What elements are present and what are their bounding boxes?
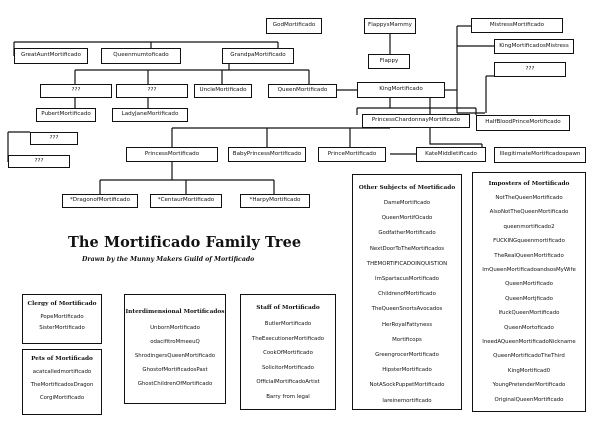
list-item: TheExecutionerMortificado <box>251 335 325 342</box>
node-god: GodMortificado <box>266 18 322 34</box>
node-dragon: *DragonofMortificado <box>62 194 138 208</box>
list-item: IneedAQueenMortificadoNickname <box>482 339 576 346</box>
node-grandpa: GrandpaMortificado <box>222 48 294 64</box>
node-illegitimate: IllegitimateMortificadospawn <box>494 147 586 163</box>
list-item: CookOfMortificado <box>263 350 313 356</box>
panel-pets: Pets of Mortificado acatcalledmortificad… <box>22 349 102 415</box>
list-item: Barry from legal <box>266 393 310 400</box>
node-halfblood: HalfBloodPrinceMortificado <box>476 115 570 131</box>
list-item: NotASockPuppetMortificado <box>369 382 445 389</box>
panel-imposters: Imposters of Mortificado NotTheQueenMort… <box>472 172 586 412</box>
node-baby-princess: BabyPrincessMortificado <box>228 147 306 162</box>
list-item: PopeMortificado <box>40 314 84 320</box>
list-item: IfuckQueenMortificado <box>498 310 560 317</box>
list-item: GodfatherMortificado <box>378 230 436 237</box>
panel-clergy-title: Clergy of Mortificado <box>27 301 97 307</box>
list-item: QueenMortifOcado <box>381 215 433 222</box>
node-centaur: *CentaurMortificado <box>150 194 222 208</box>
node-pubert: PubertMortificado <box>36 108 96 122</box>
list-item: acatcalledmortificado <box>32 369 92 375</box>
list-item: GhostChildrenOfMortificado <box>137 381 213 387</box>
panel-pets-title: Pets of Mortificado <box>31 356 93 362</box>
list-item: AlsoNotTheQueenMortificado <box>489 209 569 216</box>
node-great-aunt: GreatAuntMortificado <box>14 48 88 64</box>
list-item: TheRealQueenMortificado <box>494 252 564 259</box>
panel-imposters-title: Imposters of Mortificado <box>488 181 570 187</box>
list-item: TheMortificadosDragon <box>30 382 94 388</box>
list-item: GreengrocerMortificado <box>375 352 439 359</box>
list-item: KingMortificad0 <box>507 367 551 374</box>
diagram-subtitle: Drawn by the Munny Makers Guild of Morti… <box>82 256 255 263</box>
list-item: ShrodingersQueenMortificado <box>134 353 216 359</box>
list-item: UnbornMortificado <box>150 325 200 331</box>
list-item: NextDoorToTheMortificados <box>369 245 445 252</box>
node-unknown-b: ??? <box>116 84 188 98</box>
list-item: ImQueenMortificadoandsosMyWife <box>482 267 576 274</box>
node-unknown-right: ??? <box>494 62 566 77</box>
panel-interdimensional: Interdimensional Mortificados UnbornMort… <box>124 294 226 404</box>
list-item: ImSpartacusMortificado <box>375 276 439 283</box>
list-item: QueenMortoficado <box>504 324 554 331</box>
list-item: Mortificops <box>392 336 422 343</box>
list-item: HerRoyalFattyness <box>381 321 433 328</box>
list-item: lareinemortificado <box>382 397 432 404</box>
list-item: NotTheQueenMortificado <box>495 195 563 201</box>
node-ladyjane: LadyJaneMortificado <box>112 108 188 122</box>
panel-staff: Staff of Mortificado ButlerMortificado T… <box>240 294 336 410</box>
node-prince: PrinceMortificado <box>318 147 386 162</box>
node-unknown-d: ??? <box>8 155 70 168</box>
list-item: FUCKINGqueenmortificado <box>493 238 565 245</box>
diagram-title: The Mortificado Family Tree <box>68 234 302 251</box>
node-queenmum: Queenmumtoficado <box>101 48 181 64</box>
panel-staff-title: Staff of Mortificado <box>256 305 320 311</box>
list-item: queenmortificado2 <box>503 223 555 230</box>
panel-other-subjects-title: Other Subjects of Mortificado <box>358 185 456 191</box>
node-king-mistress: KingMortificadosMistress <box>494 39 574 54</box>
node-uncle: UncleMortificado <box>194 84 252 98</box>
node-kate: KateMiddletificado <box>416 147 486 162</box>
panel-interdimensional-title: Interdimensional Mortificados <box>125 309 225 315</box>
list-item: GhostofMortificadosPast <box>142 367 208 373</box>
node-king: KingMortificado <box>357 82 445 98</box>
list-item: OriginalQueenMortificado <box>494 396 564 403</box>
list-item: SolicitorMortificado <box>262 364 314 371</box>
list-item: CorgiMortificado <box>39 395 85 401</box>
panel-clergy: Clergy of Mortificado PopeMortificado Si… <box>22 294 102 344</box>
list-item: TheQueenSnortsAvocados <box>371 306 443 313</box>
node-princess: PrincessMortificado <box>126 147 218 162</box>
list-item: HipsterMortificado <box>382 367 432 374</box>
list-item: QueenMortificadoTheThird <box>493 353 565 360</box>
list-item: QueenMortificado <box>505 281 553 288</box>
node-mistress: MistressMortificado <box>471 18 563 33</box>
list-item: DameMortificado <box>383 200 431 206</box>
panel-other-subjects: Other Subjects of Mortificado DameMortif… <box>352 174 462 410</box>
node-harpy: *HarpyMortificado <box>240 194 310 208</box>
node-unknown-a: ??? <box>40 84 112 98</box>
list-item: SisterMortificado <box>39 325 85 331</box>
list-item: OfficialMortificadoArtist <box>256 379 320 385</box>
list-item: ButlerMortificado <box>264 321 312 327</box>
node-unknown-c: ??? <box>30 132 78 145</box>
list-item: odacifitroMmeeuQ <box>150 339 200 345</box>
node-flappys-mammy: FlappysMammy <box>364 18 416 34</box>
list-item: QueenMortjficado <box>505 295 553 302</box>
list-item: ChildrenofMortificado <box>378 291 436 298</box>
node-queen: QueenMortificado <box>268 84 337 98</box>
node-princess-chardonnay: PrincessChardonnayMortificado <box>362 114 470 128</box>
node-flappy: Flappy <box>368 54 410 69</box>
list-item: YoungPretenderMortificado <box>492 382 566 389</box>
list-item: THEMORTIFICADOINQUISTION <box>366 260 448 267</box>
